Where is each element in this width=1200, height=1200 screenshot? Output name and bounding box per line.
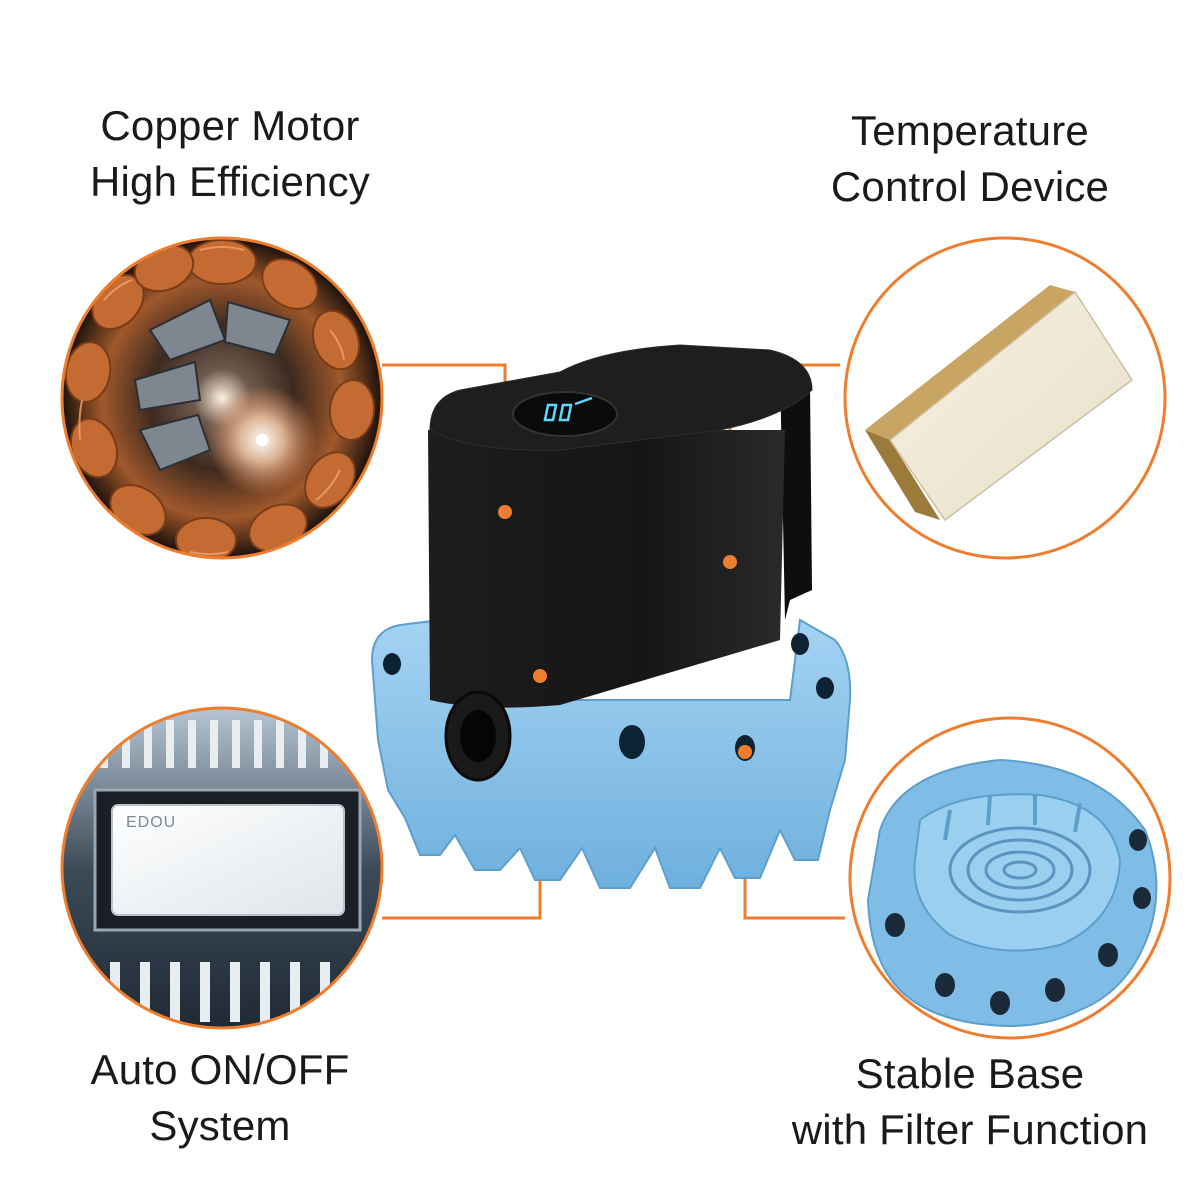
temperature-control-illustration <box>843 236 1167 560</box>
chip-brand-label: EDOU <box>126 814 177 831</box>
caption-auto-switch-line2: System <box>149 1102 291 1149</box>
caption-stable-base: Stable Base with Filter Function <box>760 1046 1180 1158</box>
caption-stable-base-line1: Stable Base <box>855 1050 1085 1097</box>
caption-copper-motor-line1: Copper Motor <box>100 102 360 149</box>
callout-dot-base <box>738 745 752 759</box>
caption-auto-switch: Auto ON/OFF System <box>30 1042 410 1154</box>
caption-stable-base-line2: with Filter Function <box>791 1106 1149 1153</box>
callout-dot-temperature <box>723 555 737 569</box>
caption-auto-switch-line1: Auto ON/OFF <box>90 1046 350 1093</box>
pump-housing-front <box>428 430 785 708</box>
pump-housing-side <box>780 370 812 620</box>
callout-dot-motor <box>498 505 512 519</box>
copper-motor-illustration <box>60 236 384 560</box>
auto-switch-chip-illustration <box>60 706 384 1030</box>
pump-display <box>512 391 618 437</box>
caption-temperature-control-line1: Temperature <box>851 107 1089 154</box>
caption-temperature-control-line2: Control Device <box>830 163 1110 210</box>
pump-illustration <box>370 344 852 889</box>
filter-base-illustration <box>848 716 1172 1040</box>
caption-temperature-control: Temperature Control Device <box>770 103 1170 215</box>
caption-copper-motor-line2: High Efficiency <box>89 158 371 205</box>
caption-copper-motor: Copper Motor High Efficiency <box>40 98 420 210</box>
callout-dot-auto-switch <box>533 669 547 683</box>
